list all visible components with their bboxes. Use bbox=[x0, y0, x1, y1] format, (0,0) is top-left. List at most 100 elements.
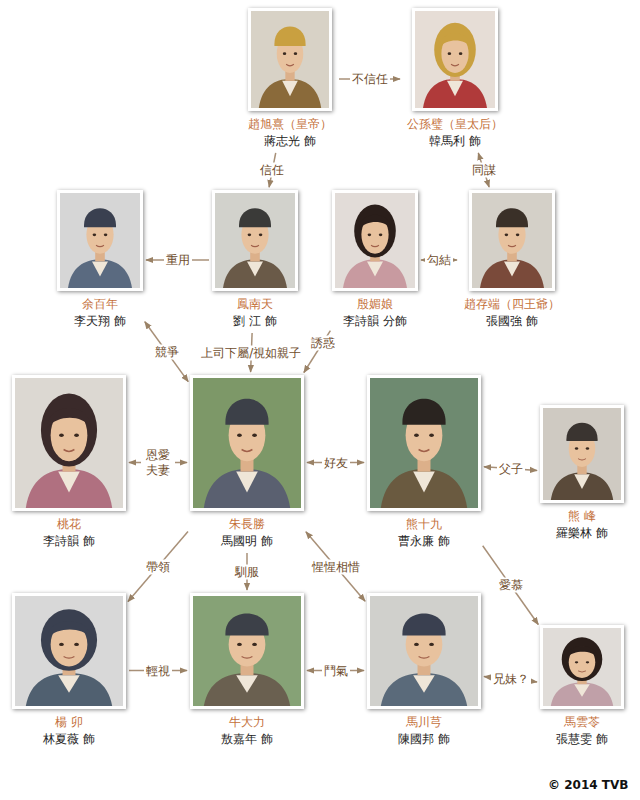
actor-name: 張國強 飾 bbox=[486, 313, 538, 330]
eye bbox=[294, 52, 297, 55]
actor-name: 蔣志光 飾 bbox=[264, 133, 316, 150]
photo-backdrop bbox=[60, 193, 140, 288]
eye bbox=[259, 233, 263, 236]
character-card: 殷媚娘李詩韻 分飾 bbox=[332, 190, 418, 330]
character-card: 朱長勝馬國明 飾 bbox=[190, 375, 304, 550]
photo-backdrop bbox=[251, 11, 329, 108]
copyright-note: © 2014 TVB bbox=[548, 778, 628, 792]
portrait-photo bbox=[193, 596, 301, 706]
eye bbox=[237, 643, 242, 646]
eye bbox=[252, 643, 257, 646]
actor-name: 李詩韻 分飾 bbox=[343, 313, 407, 330]
role-name: 熊 峰 bbox=[568, 508, 596, 525]
character-card: 馬川芎陳國邦 飾 bbox=[367, 593, 481, 748]
photo-backdrop bbox=[193, 378, 301, 508]
role-name: 熊十九 bbox=[406, 516, 442, 533]
relation-label: 愛慕 bbox=[497, 578, 525, 593]
hair-back bbox=[434, 23, 476, 77]
collar bbox=[504, 261, 520, 276]
actor-name: 陳國邦 飾 bbox=[398, 731, 450, 748]
eye bbox=[379, 233, 383, 236]
character-card: 桃花李詩韻 飾 bbox=[12, 375, 126, 550]
eye bbox=[59, 643, 64, 646]
robe bbox=[343, 260, 407, 289]
relation-label: 信任 bbox=[258, 163, 286, 178]
portrait-photo bbox=[15, 378, 123, 508]
portrait-photo bbox=[415, 11, 495, 108]
eye bbox=[368, 233, 372, 236]
character-card: 趙旭熹（皇帝）蔣志光 飾 bbox=[244, 8, 336, 150]
character-card: 牛大力敖嘉年 飾 bbox=[190, 593, 304, 748]
robe bbox=[204, 673, 290, 706]
role-name: 鳳南天 bbox=[237, 296, 273, 313]
hair-top bbox=[47, 408, 90, 428]
relation-label: 鬥氣 bbox=[322, 663, 350, 678]
actor-name: 羅樂林 飾 bbox=[556, 525, 608, 542]
robe bbox=[551, 472, 613, 500]
eye bbox=[104, 233, 108, 236]
portrait-photo bbox=[215, 193, 295, 288]
photo-backdrop bbox=[15, 596, 123, 706]
collar bbox=[574, 684, 590, 696]
eye bbox=[575, 661, 578, 663]
character-card: 鳳南天劉 江 飾 bbox=[212, 190, 298, 330]
portrait-photo bbox=[193, 378, 301, 508]
character-card: 趙存端（四王爺）張國強 飾 bbox=[460, 190, 564, 330]
role-name: 朱長勝 bbox=[229, 516, 265, 533]
robe bbox=[204, 469, 290, 508]
character-card: 熊十九曹永廉 飾 bbox=[367, 375, 481, 550]
mouth bbox=[251, 245, 259, 246]
eye bbox=[59, 433, 64, 437]
portrait-photo bbox=[335, 193, 415, 288]
character-card: 熊 峰羅樂林 飾 bbox=[540, 405, 624, 542]
relation-label: 同謀 bbox=[470, 163, 498, 178]
relation-label: 上司下屬/視如親子 bbox=[199, 345, 303, 360]
eye bbox=[459, 52, 463, 55]
collar bbox=[282, 81, 298, 97]
actor-name: 林夏薇 飾 bbox=[43, 731, 95, 748]
collar bbox=[236, 472, 258, 493]
robe bbox=[68, 260, 132, 289]
mouth bbox=[419, 450, 430, 452]
robe bbox=[26, 469, 112, 508]
relation-label: 好友 bbox=[322, 455, 350, 470]
hat bbox=[402, 399, 445, 425]
mouth bbox=[64, 657, 75, 659]
hair-top bbox=[566, 646, 597, 658]
hat bbox=[566, 423, 597, 441]
portrait-photo bbox=[370, 378, 478, 508]
relation-label: 勾結 bbox=[425, 253, 453, 268]
relation-label: 重用 bbox=[164, 253, 192, 268]
photo-frame bbox=[412, 8, 498, 111]
eye bbox=[516, 233, 520, 236]
collar bbox=[58, 675, 80, 693]
relation-label: 不信任 bbox=[350, 72, 390, 87]
hair-back bbox=[41, 394, 97, 467]
relation-connector bbox=[145, 322, 188, 382]
photo-backdrop bbox=[215, 193, 295, 288]
photo-backdrop bbox=[370, 596, 478, 706]
role-name: 牛大力 bbox=[229, 714, 265, 731]
photo-backdrop bbox=[193, 596, 301, 706]
mouth bbox=[286, 64, 294, 65]
hair-back bbox=[41, 609, 97, 671]
mouth bbox=[242, 450, 253, 452]
portrait-photo bbox=[472, 193, 552, 288]
role-name: 公孫璧（皇太后） bbox=[407, 116, 503, 133]
mouth bbox=[96, 245, 104, 246]
role-name: 桃花 bbox=[57, 516, 81, 533]
role-name: 趙存端（四王爺） bbox=[464, 296, 560, 313]
hair-top bbox=[359, 215, 391, 229]
photo-frame bbox=[12, 593, 126, 709]
relation-connector bbox=[128, 531, 188, 601]
mouth bbox=[64, 450, 75, 452]
photo-backdrop bbox=[543, 408, 621, 500]
photo-frame bbox=[367, 593, 481, 709]
photo-frame bbox=[540, 405, 624, 503]
eye bbox=[429, 433, 434, 437]
eye bbox=[414, 643, 419, 646]
collar bbox=[574, 474, 590, 489]
portrait-photo bbox=[543, 628, 621, 706]
photo-frame bbox=[190, 593, 304, 709]
actor-name: 李詩韻 飾 bbox=[43, 533, 95, 550]
